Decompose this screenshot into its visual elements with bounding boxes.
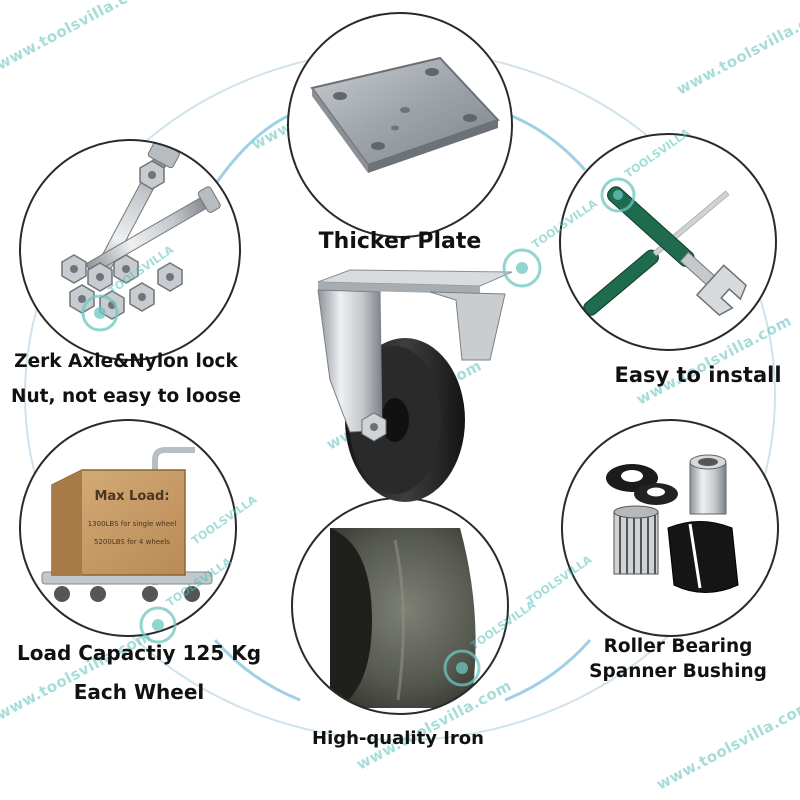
label-axle-nut: Zerk Axle&Nylon lock Nut, not easy to lo…	[0, 344, 252, 414]
cart-box-icon: Max Load: 1300LBS for single wheel 5200L…	[41, 447, 213, 602]
feature-circle-iron	[291, 497, 509, 715]
svg-text:1300LBS for single wheel: 1300LBS for single wheel	[88, 520, 177, 528]
label-bearing: Roller Bearing Spanner Bushing	[568, 634, 788, 684]
label-bearing-line2: Spanner Bushing	[589, 661, 767, 682]
label-axle-nut-line2: Nut, not easy to loose	[11, 386, 241, 407]
svg-text:www.toolsvilla.com: www.toolsvilla.com	[653, 696, 800, 793]
label-thicker-plate: Thicker Plate	[318, 229, 482, 254]
svg-text:www.toolsvilla.com: www.toolsvilla.com	[673, 1, 800, 98]
label-iron: High-quality Iron	[312, 728, 484, 749]
bearing-bushing-icon	[606, 454, 739, 593]
feature-circle-axle-nut	[19, 139, 241, 361]
background-ring-accent	[504, 639, 592, 702]
label-bearing-line1: Roller Bearing	[603, 636, 753, 657]
svg-text:www.toolsvilla.com: www.toolsvilla.com	[0, 0, 155, 74]
axle-nuts-icon	[61, 140, 221, 320]
label-easy-install: Easy to install	[614, 363, 782, 387]
label-axle-nut-line1: Zerk Axle&Nylon lock	[14, 351, 238, 372]
caster-wheel-icon	[317, 269, 513, 502]
label-load-capacity-line2: Each Wheel	[73, 680, 205, 704]
feature-circle-easy-install	[559, 133, 777, 351]
feature-circle-load-capacity: Max Load: 1300LBS for single wheel 5200L…	[19, 419, 237, 637]
background-ring-accent	[213, 639, 301, 702]
svg-text:Max Load:: Max Load:	[94, 489, 169, 504]
mounting-plate-icon	[310, 56, 500, 173]
iron-wheel-closeup-icon	[330, 528, 500, 710]
feature-circle-thicker-plate	[287, 12, 513, 238]
feature-circle-bearing	[561, 419, 779, 637]
svg-text:5200LBS for 4 wheels: 5200LBS for 4 wheels	[94, 538, 170, 546]
label-load-capacity: Load Capactiy 125 Kg Each Wheel	[0, 634, 278, 712]
label-load-capacity-line1: Load Capactiy 125 Kg	[16, 641, 262, 665]
